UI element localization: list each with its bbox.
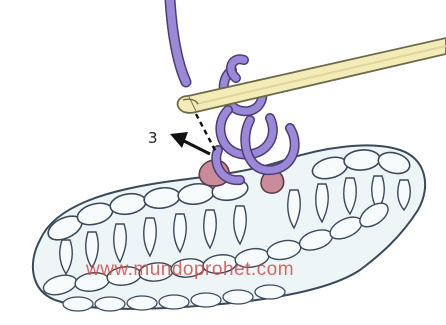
dashed-guide-line [196,114,216,152]
direction-arrow-icon [170,132,210,154]
watermark-text: www.mundoprohet.com [85,259,294,280]
step-number: 3 [148,129,158,147]
crochet-hook-icon [178,38,446,113]
